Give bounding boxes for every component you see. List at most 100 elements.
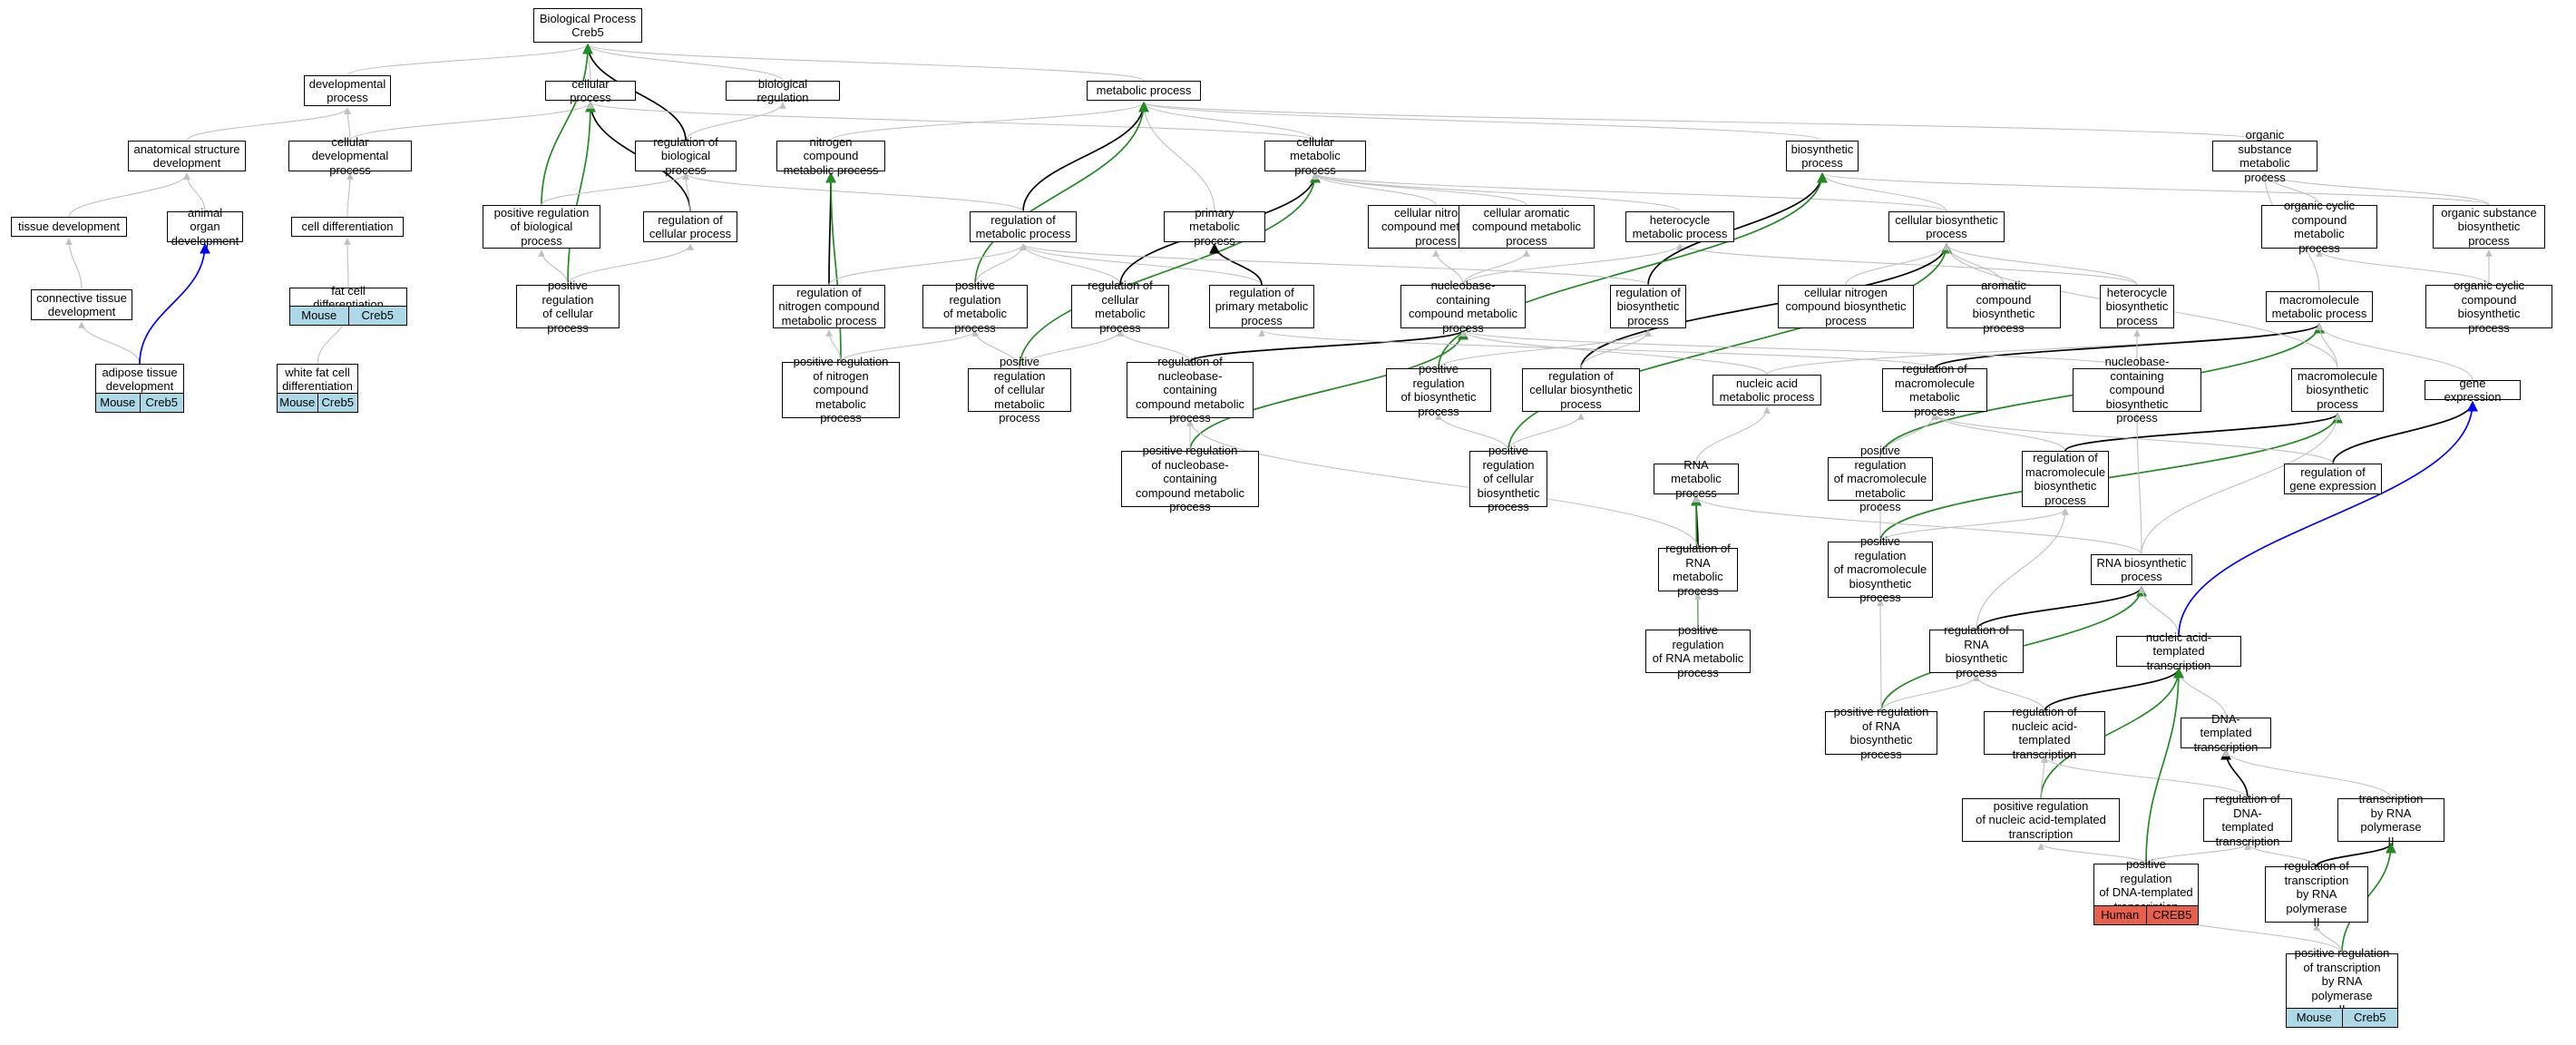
go-term-node-rcbp[interactable]: regulation of cellular biosynthetic proc… — [1522, 368, 1640, 412]
go-term-node-rncmp[interactable]: regulation of nitrogen compound metaboli… — [773, 285, 885, 328]
go-term-node-pmp[interactable]: primary metabolic process — [1164, 206, 1265, 248]
go-term-node-td[interactable]: tissue development — [11, 217, 127, 237]
go-term-node-asd[interactable]: anatomical structure development — [128, 141, 246, 171]
go-term-node-rcmp[interactable]: regulation of cellular metabolic process — [1071, 278, 1169, 335]
go-term-node-cdp[interactable]: cellular developmental process — [288, 135, 412, 177]
go-term-node-dtt[interactable]: DNA-templated transcription — [2181, 712, 2271, 754]
go-term-node-ctd[interactable]: connective tissue development — [31, 289, 132, 320]
go-term-node-namp[interactable]: nucleic acid metabolic process — [1712, 375, 1821, 405]
go-term-node-rrnabp[interactable]: regulation of RNA biosynthetic process — [1929, 623, 2024, 679]
edge-natt-to-rnabp — [2138, 586, 2180, 637]
go-term-node-rbs[interactable]: regulation of biosynthetic process — [1610, 285, 1686, 328]
edge-prncmp-to-rncmp — [825, 329, 842, 363]
annotation-gene: Creb5 — [347, 307, 406, 326]
edge-prrnabp-to-prmbp — [1877, 599, 1884, 712]
go-term-node-rnatt[interactable]: regulation of nucleic acid-templated tra… — [1984, 705, 2105, 761]
go-term-node-occmp[interactable]: organic cyclic compound metabolic proces… — [2261, 199, 2377, 255]
go-term-node-acbp[interactable]: aromatic compound biosynthetic process — [1947, 278, 2061, 335]
go-term-node-rmbp[interactable]: regulation of macromolecule biosynthetic… — [2022, 451, 2109, 507]
annotation-gene: Creb5 — [2341, 1009, 2397, 1028]
go-term-node-natt[interactable]: nucleic acid-templated transcription — [2116, 630, 2241, 672]
go-term-node-ge[interactable]: gene expression — [2425, 376, 2521, 404]
go-term-node-rmmp[interactable]: regulation of macromolecule metabolic pr… — [1882, 362, 1987, 418]
go-term-node-prncmp[interactable]: positive regulation of nitrogen compound… — [782, 355, 900, 425]
edge-hmp-to-cmp — [1312, 172, 1681, 212]
edge-nbcbp-to-nbcmp — [1459, 329, 2138, 369]
go-term-node-prmp[interactable]: positive regulation of metabolic process — [922, 278, 1028, 335]
go-term-node-prmmp[interactable]: positive regulation of macromolecule met… — [1828, 444, 1933, 513]
go-term-node-rdtt[interactable]: regulation of DNA-templated transcriptio… — [2203, 792, 2292, 848]
go-term-node-rbp[interactable]: regulation of biological process — [635, 135, 737, 177]
go-term-node-prnatt[interactable]: positive regulation of nucleic acid-temp… — [1962, 798, 2120, 842]
go-term-node-wfcd[interactable]: white fat cell differentiation — [277, 364, 358, 395]
go-term-node-prcbp[interactable]: positive regulation of cellular biosynth… — [1469, 444, 1547, 513]
go-term-node-cncbp[interactable]: cellular nitrogen compound biosynthetic … — [1778, 285, 1914, 328]
annotation-gene: Creb5 — [317, 394, 357, 413]
go-term-node-rge[interactable]: regulation of gene expression — [2284, 464, 2382, 494]
go-term-node-nbcmp[interactable]: nucleobase-containing compound metabolic… — [1400, 278, 1526, 335]
go-term-node-rrnamp[interactable]: regulation of RNA metabolic process — [1658, 542, 1738, 598]
edge-rge-to-ge — [2332, 400, 2478, 464]
go-term-node-rmp[interactable]: regulation of metabolic process — [970, 211, 1077, 242]
edge-cbp-to-cmp — [1312, 172, 1947, 212]
go-term-node-prrnamp[interactable]: positive regulation of RNA metabolic pro… — [1645, 623, 1751, 679]
go-term-node-prtrp2[interactable]: positive regulation of transcription by … — [2286, 946, 2398, 1016]
edge-cd-to-cdp — [346, 172, 354, 218]
go-term-node-mp[interactable]: metabolic process — [1087, 81, 1201, 101]
edge-rcbp-to-rbs — [1580, 329, 1652, 369]
edge-br-to-bp — [584, 44, 784, 82]
go-term-node-hmp[interactable]: heterocycle metabolic process — [1625, 211, 1734, 242]
go-term-node-osbp[interactable]: organic substance biosynthetic process — [2433, 205, 2545, 249]
edge-prcp-to-prbp — [538, 249, 569, 286]
edge-osbp-to-biosyn — [1819, 172, 2490, 206]
go-term-node-cp[interactable]: cellular process — [545, 77, 636, 104]
edge-rcbp-to-cbp — [1580, 242, 1952, 369]
go-term-node-dev[interactable]: developmental process — [304, 75, 391, 106]
go-term-node-prnbcmp[interactable]: positive regulation of nucleobase-contai… — [1121, 444, 1259, 513]
edge-biosyn-to-mp — [1140, 102, 1823, 142]
edge-cmp-to-mp — [1140, 102, 1316, 142]
go-term-node-atd[interactable]: adipose tissue development — [95, 364, 184, 395]
go-term-node-prcmp[interactable]: positive regulation of cellular metaboli… — [968, 355, 1071, 425]
go-term-node-cacmp[interactable]: cellular aromatic compound metabolic pro… — [1459, 205, 1595, 249]
go-term-node-prbs[interactable]: positive regulation of biosynthetic proc… — [1386, 362, 1491, 418]
go-term-node-hbp[interactable]: heterocycle biosynthetic process — [2100, 285, 2174, 328]
go-term-node-bp[interactable]: Biological Process Creb5 — [533, 8, 642, 43]
go-term-node-br[interactable]: biological regulation — [726, 77, 840, 104]
go-term-node-cd[interactable]: cell differentiation — [291, 217, 404, 237]
go-term-node-rnabp[interactable]: RNA biosynthetic process — [2091, 554, 2192, 585]
go-term-node-cbp[interactable]: cellular biosynthetic process — [1888, 211, 2005, 242]
go-term-node-prdtt[interactable]: positive regulation of DNA-templated tra… — [2093, 857, 2199, 913]
go-term-node-mbp[interactable]: macromolecule biosynthetic process — [2291, 368, 2384, 412]
go-term-node-nbcbp[interactable]: nucleobase-containing compound biosynthe… — [2073, 355, 2201, 425]
go-term-node-rcp[interactable]: regulation of cellular process — [643, 211, 737, 242]
go-term-node-cmp[interactable]: cellular metabolic process — [1264, 135, 1366, 177]
edge-rnamp-to-namp — [1695, 406, 1771, 464]
go-term-node-rnamp[interactable]: RNA metabolic process — [1654, 458, 1739, 500]
go-term-node-prbp[interactable]: positive regulation of biological proces… — [483, 205, 600, 249]
go-term-node-osmp[interactable]: organic substance metabolic process — [2212, 128, 2317, 184]
go-term-node-trp2[interactable]: transcription by RNA polymerase II — [2337, 792, 2444, 848]
edge-prbp-to-bp — [541, 43, 593, 206]
go-term-node-mmp[interactable]: macromolecule metabolic process — [2266, 291, 2373, 322]
go-term-node-prrnabp[interactable]: positive regulation of RNA biosynthetic … — [1825, 705, 1937, 761]
go-term-node-occbp[interactable]: organic cyclic compound biosynthetic pro… — [2425, 278, 2552, 335]
go-term-node-rpmp[interactable]: regulation of primary metabolic process — [1209, 285, 1314, 328]
go-term-node-biosyn[interactable]: biosynthetic process — [1786, 141, 1859, 171]
annotation-species: Mouse — [96, 394, 140, 413]
go-term-node-rnbcmp[interactable]: regulation of nucleobase-containing comp… — [1127, 355, 1254, 425]
edge-rnabp-to-mbp — [2141, 413, 2341, 555]
edge-rbp-to-br — [685, 102, 786, 142]
edge-prbp-to-rbp — [541, 172, 689, 206]
go-term-node-ncmp[interactable]: nitrogen compound metabolic process — [776, 135, 885, 177]
edge-rncmp-to-rmp — [828, 243, 1027, 286]
edge-rmp-to-rbp — [682, 172, 1024, 212]
go-term-node-prmbp[interactable]: positive regulation of macromolecule bio… — [1828, 534, 1933, 604]
edge-nbcmp-to-cacmp — [1462, 249, 1530, 286]
go-term-node-rtrp2[interactable]: regulation of transcription by RNA polym… — [2265, 859, 2368, 929]
go-term-node-aod[interactable]: animal organ development — [167, 206, 243, 248]
go-term-node-fcd[interactable]: fat cell differentiation — [289, 284, 407, 311]
go-term-node-prcp[interactable]: positive regulation of cellular process — [516, 278, 620, 335]
